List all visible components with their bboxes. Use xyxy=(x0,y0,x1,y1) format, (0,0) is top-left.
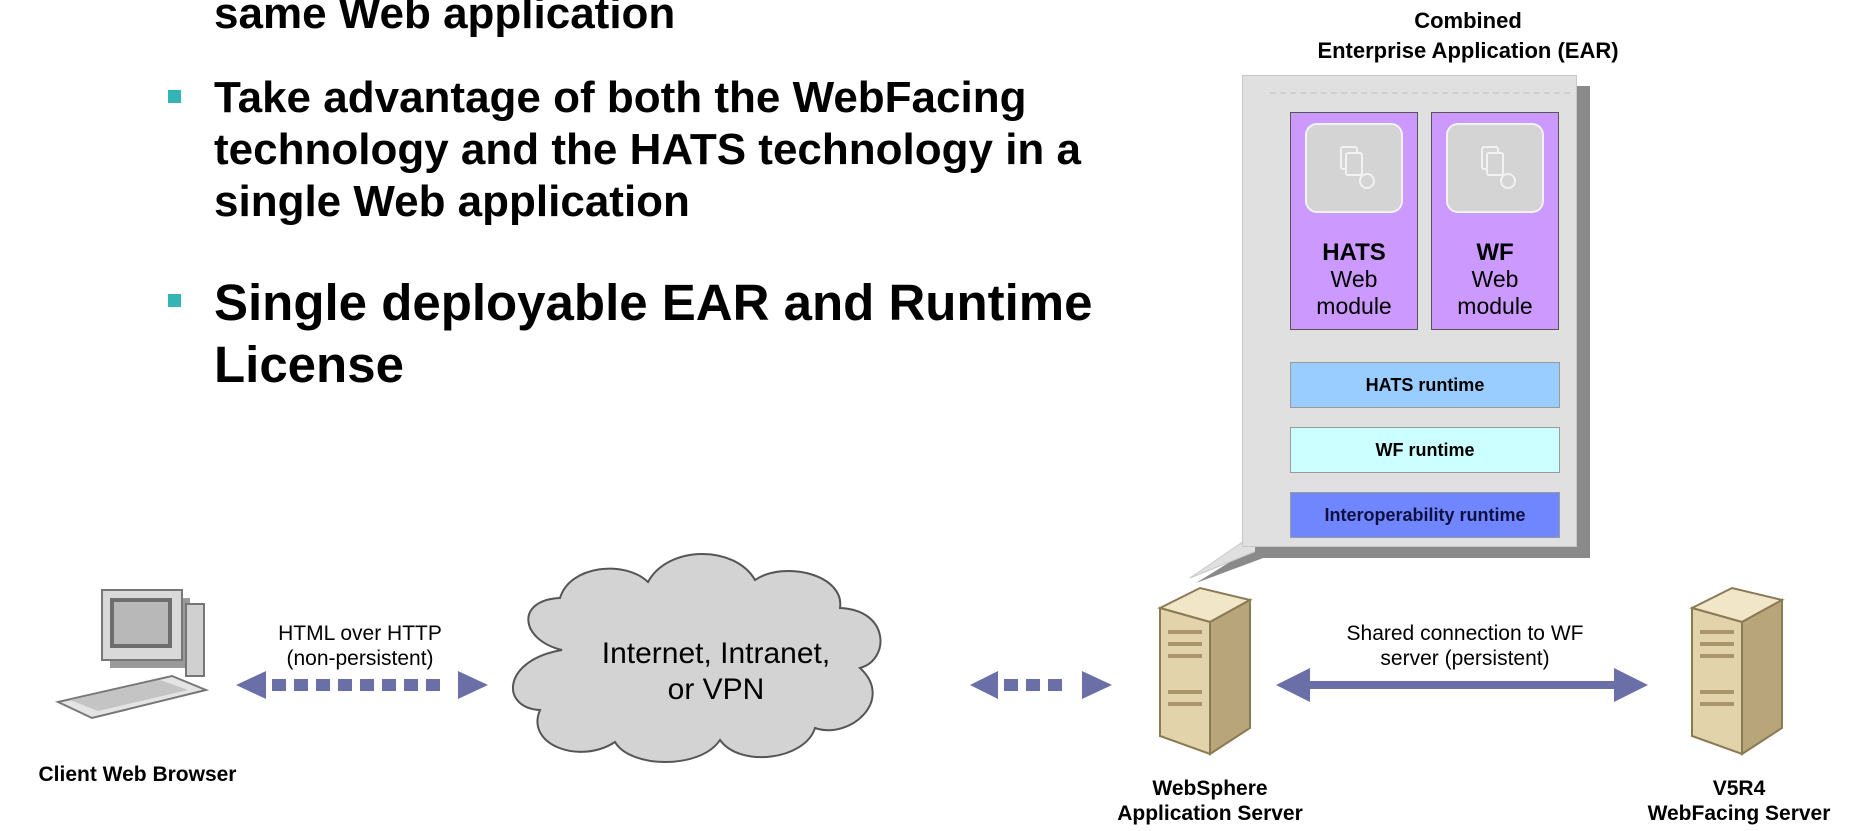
server-icon xyxy=(1157,586,1253,756)
http-arrow xyxy=(236,671,488,699)
hats-runtime-box: HATS runtime xyxy=(1290,362,1560,408)
bullet-text: Take advantage of both the WebFacing tec… xyxy=(214,73,1082,226)
bullet-item: same Web application xyxy=(214,0,1164,40)
ear-title-line2: Enterprise Application (EAR) xyxy=(1317,38,1619,63)
bullet-marker xyxy=(168,90,181,103)
ear-title-line1: Combined xyxy=(1414,8,1522,33)
wf-runtime-box: WF runtime xyxy=(1290,427,1560,473)
module-name: HATS xyxy=(1322,239,1386,266)
module-line3: module xyxy=(1457,293,1533,319)
bullet-item: Single deployable EAR and Runtime Licens… xyxy=(168,272,1164,396)
module-line2: Web xyxy=(1471,266,1519,292)
cloud-was-arrow xyxy=(970,671,1112,699)
bullet-item: Take advantage of both the WebFacing tec… xyxy=(168,72,1164,228)
interop-runtime-box: Interoperability runtime xyxy=(1290,492,1560,538)
computer-icon xyxy=(54,589,210,720)
hats-web-module: HATS Web module xyxy=(1290,112,1418,330)
wf-label-line2: WebFacing Server xyxy=(1647,802,1831,825)
wf-server-label: V5R4 WebFacing Server xyxy=(1628,776,1850,826)
ear-divider xyxy=(1270,92,1570,94)
was-label-line1: WebSphere xyxy=(1152,777,1268,800)
server-icon xyxy=(1689,586,1785,756)
shared-connection-arrow xyxy=(1276,668,1648,702)
module-label: HATS Web module xyxy=(1291,239,1417,320)
module-icon xyxy=(1305,123,1403,213)
was-label: WebSphere Application Server xyxy=(1100,776,1320,826)
bullet-text: Single deployable EAR and Runtime Licens… xyxy=(214,274,1093,393)
http-label-line1: HTML over HTTP xyxy=(278,622,442,645)
bullet-text: same Web application xyxy=(214,0,676,38)
module-name: WF xyxy=(1476,239,1514,266)
wf-label-line1: V5R4 xyxy=(1712,777,1766,800)
wf-web-module: WF Web module xyxy=(1431,112,1559,330)
cloud-label-line1: Internet, Intranet, xyxy=(601,637,831,670)
bullet-marker xyxy=(168,294,181,307)
ear-title: Combined Enterprise Application (EAR) xyxy=(1258,6,1678,66)
client-label: Client Web Browser xyxy=(38,763,237,786)
shared-connection-label: Shared connection to WF server (persiste… xyxy=(1295,621,1635,671)
module-line3: module xyxy=(1316,293,1392,319)
cloud-label-line2: or VPN xyxy=(667,673,765,706)
module-line2: Web xyxy=(1330,266,1378,292)
http-label-line2: (non-persistent) xyxy=(286,647,434,670)
was-label-line2: Application Server xyxy=(1117,802,1303,825)
cloud-icon xyxy=(512,553,882,763)
module-icon xyxy=(1446,123,1544,213)
shared-label-line2: server (persistent) xyxy=(1380,647,1550,670)
http-label: HTML over HTTP (non-persistent) xyxy=(220,621,500,671)
module-label: WF Web module xyxy=(1432,239,1558,320)
cloud-label: Internet, Intranet, or VPN xyxy=(576,636,856,708)
shared-label-line1: Shared connection to WF xyxy=(1346,622,1584,645)
